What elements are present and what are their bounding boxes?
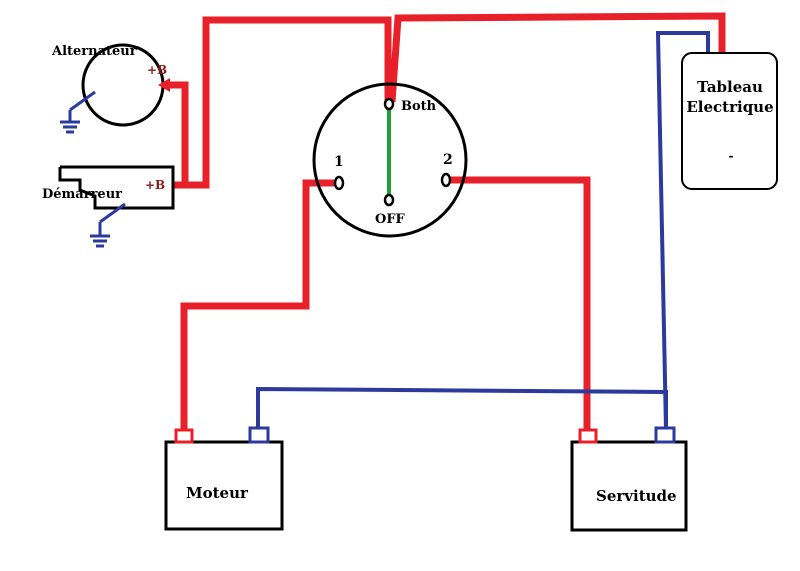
starter-body: [58, 165, 175, 210]
switch-terminal-both: [383, 97, 395, 111]
service-battery-body: [570, 440, 688, 532]
panel-label-line1: Tableau: [697, 78, 763, 96]
switch-off-label: OFF: [375, 212, 406, 227]
starter: Démarreur +B: [42, 165, 175, 248]
starter-ground-lead: [99, 202, 126, 224]
positive-wires: [162, 12, 726, 430]
wire-pos2-to-service-battery: [449, 176, 591, 430]
switch-body: [312, 82, 468, 238]
battery-switch: Both 1 2 OFF: [312, 82, 468, 238]
alternator: Alternateur +B: [51, 43, 170, 134]
alternator-label: Alternateur: [51, 44, 137, 59]
service-battery-positive-terminal: [578, 428, 598, 444]
alternator-terminal-arrow: [158, 78, 170, 92]
service-battery: Servitude: [570, 426, 688, 532]
switch-terminal-1: [333, 175, 345, 191]
wire-engine-negative: [256, 386, 668, 430]
switch-terminal-2: [440, 172, 452, 188]
wire-pos1-to-engine-battery: [180, 179, 337, 430]
starter-terminal-label: +B: [145, 178, 165, 192]
switch-pos1-label: 1: [334, 154, 344, 170]
negative-wires: [256, 31, 710, 431]
wire-panel-negative: [655, 31, 710, 431]
ground-icon: [60, 110, 80, 134]
alternator-ground-lead: [69, 90, 96, 112]
panel-minus-label: -: [729, 149, 734, 163]
engine-battery-negative-terminal: [248, 426, 270, 444]
engine-battery-label: Moteur: [186, 484, 249, 502]
engine-battery: Moteur: [164, 426, 284, 531]
wire-starter-to-switch: [174, 16, 392, 189]
starter-label: Démarreur: [42, 187, 122, 202]
alternator-terminal-label: +B: [147, 63, 167, 77]
panel-label-line2: Electrique: [686, 98, 773, 116]
switch-pos2-label: 2: [443, 152, 453, 168]
engine-battery-positive-terminal: [174, 428, 194, 444]
wire-switch-to-panel: [388, 12, 726, 103]
service-battery-negative-terminal: [654, 426, 676, 444]
electrical-panel: Tableau Electrique -: [681, 52, 778, 190]
switch-terminal-off: [383, 193, 395, 207]
panel-body: [681, 52, 778, 190]
switch-both-label: Both: [401, 99, 437, 114]
service-battery-label: Servitude: [596, 487, 677, 505]
engine-battery-body: [164, 440, 284, 531]
ground-icon: [90, 222, 110, 248]
